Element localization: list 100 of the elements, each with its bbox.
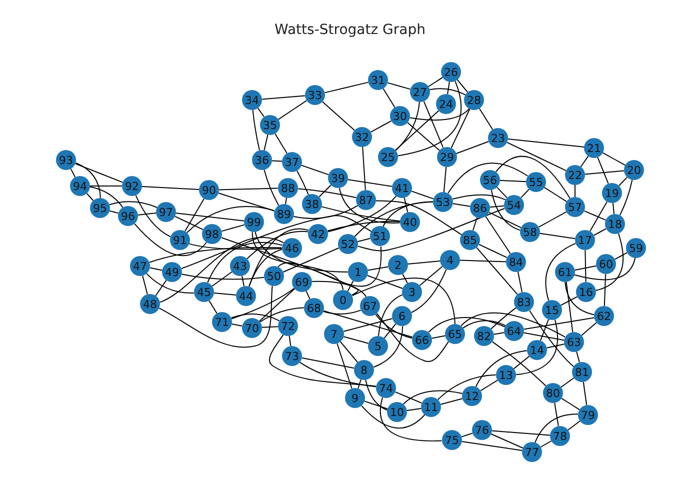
edge-line (419, 266, 443, 286)
edge-line (278, 100, 308, 120)
edge-line (574, 265, 597, 271)
edge-line (523, 317, 595, 330)
graph-node: 32 (352, 127, 372, 147)
edge-line (604, 274, 606, 306)
edge-line (461, 441, 523, 451)
edge-line (186, 206, 275, 234)
graph-node: 90 (199, 180, 219, 200)
edge-line (500, 180, 526, 182)
edge-line (437, 374, 496, 400)
edge-line (188, 243, 282, 250)
edge-line (411, 190, 434, 200)
edge-line (566, 281, 574, 333)
edge-line (478, 244, 508, 258)
edge-line (293, 205, 358, 219)
graph-node: 29 (437, 147, 457, 167)
edge-line (545, 242, 576, 301)
edge-line (109, 210, 119, 214)
edge-line (358, 379, 362, 389)
graph-node: 62 (594, 306, 614, 326)
edge-line (327, 220, 400, 232)
edge-line (619, 179, 633, 216)
edge-line (460, 312, 566, 338)
edge-line (618, 176, 628, 186)
graph-node: 3 (402, 282, 422, 302)
graph-node: 46 (282, 238, 302, 258)
graph-node: 82 (474, 326, 494, 346)
graph-node: 21 (584, 138, 604, 158)
graph-node: 92 (122, 176, 142, 196)
edge-line (146, 273, 194, 294)
edge-line (516, 319, 558, 376)
edge-line (513, 356, 530, 370)
edge-line (148, 247, 282, 263)
edge-line (208, 300, 218, 314)
edge-line (176, 212, 244, 222)
edge-line (135, 194, 171, 238)
edge-line (576, 351, 580, 363)
edge-line (574, 258, 636, 280)
graph-node: 36 (252, 150, 272, 170)
edge-line (158, 285, 273, 348)
graph-node: 87 (356, 190, 376, 210)
edge-line (452, 203, 471, 207)
graph-node: 17 (575, 230, 595, 250)
edge-line (490, 307, 516, 330)
edge-line (520, 188, 530, 198)
graph-node: 75 (442, 430, 462, 450)
graph-node: 26 (441, 62, 461, 82)
graph-node: 72 (278, 316, 298, 336)
edge-line (376, 313, 449, 362)
graph-node: 28 (464, 90, 484, 110)
edge-line (485, 216, 511, 254)
graph-node: 96 (118, 206, 138, 226)
graph-node: 27 (410, 82, 430, 102)
edge-line (539, 232, 576, 240)
graph-node: 65 (445, 324, 465, 344)
edge-line (568, 420, 580, 430)
edge-line (352, 278, 456, 324)
edge-line (380, 397, 442, 442)
edge-line (338, 188, 400, 224)
edge-line (348, 179, 392, 187)
graph-node: 57 (565, 197, 585, 217)
edge-line (612, 202, 614, 214)
edge-line (590, 201, 608, 232)
edge-line (574, 184, 576, 198)
edge-line (74, 163, 124, 183)
edge-line (387, 82, 411, 90)
edge-line (429, 88, 466, 96)
edge-line (257, 108, 265, 118)
graph-node: 60 (596, 254, 616, 274)
edge-line (540, 318, 549, 342)
edge-line (340, 341, 358, 363)
edge-line (90, 186, 124, 208)
edge-line (495, 156, 570, 199)
graph-node: 95 (90, 198, 110, 218)
edge-line (490, 205, 504, 208)
edge-line (394, 110, 440, 151)
edge-line (597, 156, 609, 184)
edge-line (181, 274, 264, 280)
edge-line (274, 133, 288, 154)
graph-node: 7 (324, 324, 344, 344)
edge-line (212, 271, 232, 287)
edge-line (423, 100, 444, 148)
edge-line (443, 166, 447, 192)
graph-node: 14 (527, 340, 547, 360)
edge-line (264, 169, 280, 206)
graph-node: 94 (70, 176, 90, 196)
edge-line (584, 250, 586, 282)
graph-node: 2 (388, 255, 408, 275)
graph-node: 98 (202, 224, 222, 244)
edge-line (262, 95, 306, 100)
edge-line (382, 88, 396, 108)
graph-node: 55 (526, 172, 546, 192)
edge-line (230, 314, 280, 322)
edge-line (488, 212, 522, 228)
graph-node: 48 (140, 294, 160, 314)
graph-node: 73 (282, 346, 302, 366)
edge-line (384, 323, 396, 339)
edge-line (149, 267, 163, 271)
edge-line (75, 162, 101, 198)
